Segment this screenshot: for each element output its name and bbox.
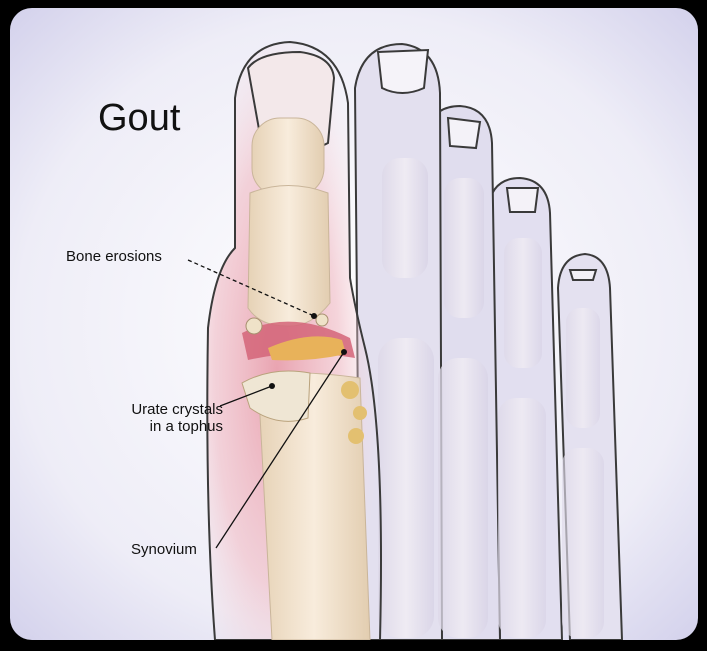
illustration-panel: Gout Bone erosions Urate crystals in a t…	[10, 8, 698, 640]
label-urate-crystals: Urate crystals in a tophus	[81, 401, 223, 435]
label-urate-line1: Urate crystals	[81, 401, 223, 418]
label-bone-erosions: Bone erosions	[66, 248, 162, 265]
diagram-title: Gout	[98, 96, 180, 140]
label-urate-line2: in a tophus	[81, 418, 223, 435]
label-synovium: Synovium	[131, 541, 197, 558]
